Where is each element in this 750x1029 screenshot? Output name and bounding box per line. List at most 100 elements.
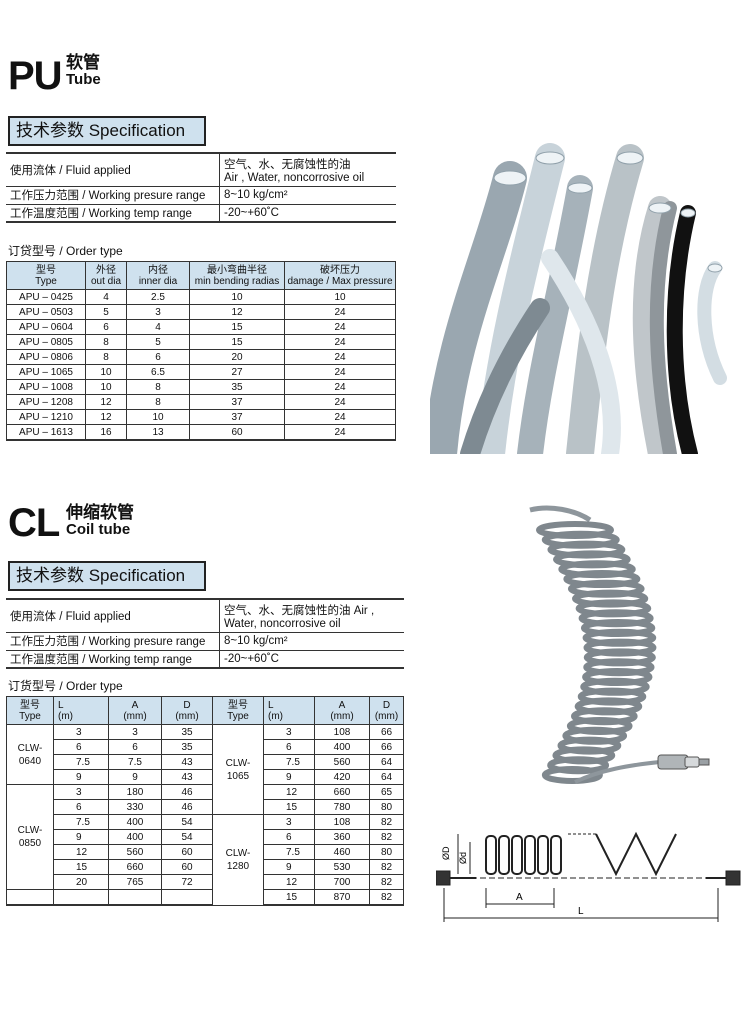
table-cell: APU – 0425	[6, 289, 86, 305]
cl-fluid-label: 使用流体 / Fluid applied	[6, 598, 220, 633]
pu-spec-table: 使用流体 / Fluid applied 空气、水、无腐蚀性的油 Air , W…	[6, 152, 396, 223]
table-cell: 9	[263, 859, 315, 875]
group-type-cell: CLW-1280	[212, 814, 264, 906]
table-cell: 72	[161, 874, 213, 890]
table-cell: 10	[85, 379, 127, 395]
table-cell: 60	[161, 844, 213, 860]
empty-cell	[6, 889, 54, 906]
table-cell: 7.5	[53, 814, 109, 830]
cl-th-d-left: D(mm)	[161, 696, 213, 725]
coil-dimension-drawing: ØD Ød A L	[436, 831, 741, 922]
cl-title-cn: 伸缩软管	[66, 503, 134, 522]
table-cell: 82	[369, 814, 404, 830]
pu-title-cn: 软管	[66, 53, 100, 72]
cl-th-a-right: A(mm)	[314, 696, 370, 725]
group-type-cell: CLW-0850	[6, 784, 54, 890]
table-cell: 765	[108, 874, 162, 890]
table-cell: APU – 1208	[6, 394, 86, 410]
pu-fluid-value: 空气、水、无腐蚀性的油 Air , Water, noncorrosive oi…	[219, 152, 396, 187]
table-cell: 24	[284, 424, 396, 441]
table-cell: APU – 0805	[6, 334, 86, 350]
table-cell: 6	[108, 739, 162, 755]
table-cell: 8	[85, 334, 127, 350]
pu-fluid-value-cn: 空气、水、无腐蚀性的油	[224, 158, 351, 171]
table-cell: 8	[85, 349, 127, 365]
coil-loop	[485, 835, 497, 875]
table-cell: 360	[314, 829, 370, 845]
group-type-cell: CLW-1065	[212, 724, 264, 815]
table-cell: 15	[189, 319, 285, 335]
pu-temp-value: -20~+60˚C	[219, 204, 396, 223]
table-cell: 80	[369, 799, 404, 815]
table-cell: 43	[161, 769, 213, 785]
table-cell: 35	[189, 379, 285, 395]
table-cell: 660	[314, 784, 370, 800]
table-cell: 15	[263, 889, 315, 906]
table-cell: 460	[314, 844, 370, 860]
table-cell: 7.5	[263, 754, 315, 770]
cl-th-l-right: L(m)	[263, 696, 315, 725]
pu-order-heading: 订贷型号 / Order type	[8, 244, 123, 258]
table-cell: 3	[53, 784, 109, 800]
cl-fluid-value-1: 空气、水、无腐蚀性的油 Air ,	[224, 604, 375, 617]
table-cell: 8	[126, 394, 190, 410]
table-cell: 60	[189, 424, 285, 441]
table-cell: 6	[53, 799, 109, 815]
coil-loop	[550, 835, 562, 875]
table-cell: 24	[284, 304, 396, 320]
table-cell: 7.5	[263, 844, 315, 860]
table-cell: 35	[161, 724, 213, 740]
cl-th-l-left: L(m)	[53, 696, 109, 725]
table-cell: 7.5	[108, 754, 162, 770]
table-cell: 15	[263, 799, 315, 815]
table-cell: 15	[53, 859, 109, 875]
table-cell: 2.5	[126, 289, 190, 305]
table-cell: 6	[126, 349, 190, 365]
table-cell: 12	[53, 844, 109, 860]
table-cell: 66	[369, 724, 404, 740]
table-cell: 9	[53, 829, 109, 845]
table-cell: 16	[85, 424, 127, 441]
table-cell: 46	[161, 784, 213, 800]
table-cell: APU – 0806	[6, 349, 86, 365]
table-cell: 660	[108, 859, 162, 875]
table-cell: 54	[161, 814, 213, 830]
table-cell: 9	[108, 769, 162, 785]
table-cell: 15	[189, 334, 285, 350]
table-cell: 5	[126, 334, 190, 350]
table-cell: 64	[369, 754, 404, 770]
table-cell: APU – 0503	[6, 304, 86, 320]
table-cell: APU – 0604	[6, 319, 86, 335]
table-cell: 43	[161, 754, 213, 770]
pu-fluid-label: 使用流体 / Fluid applied	[6, 152, 220, 187]
table-cell: 3	[263, 814, 315, 830]
table-cell: 24	[284, 394, 396, 410]
pu-pressure-value: 8~10 kg/cm²	[219, 186, 396, 205]
coil-ring	[541, 766, 603, 784]
table-cell: 24	[284, 349, 396, 365]
table-cell: 10	[126, 409, 190, 425]
cl-spec-table: 使用流体 / Fluid applied 空气、水、无腐蚀性的油 Air , W…	[6, 598, 404, 669]
table-cell: 870	[314, 889, 370, 906]
table-cell: 780	[314, 799, 370, 815]
cl-spec-heading: 技术参数 Specification	[8, 561, 206, 591]
label-id: Ød	[458, 852, 468, 864]
table-cell: 400	[314, 739, 370, 755]
